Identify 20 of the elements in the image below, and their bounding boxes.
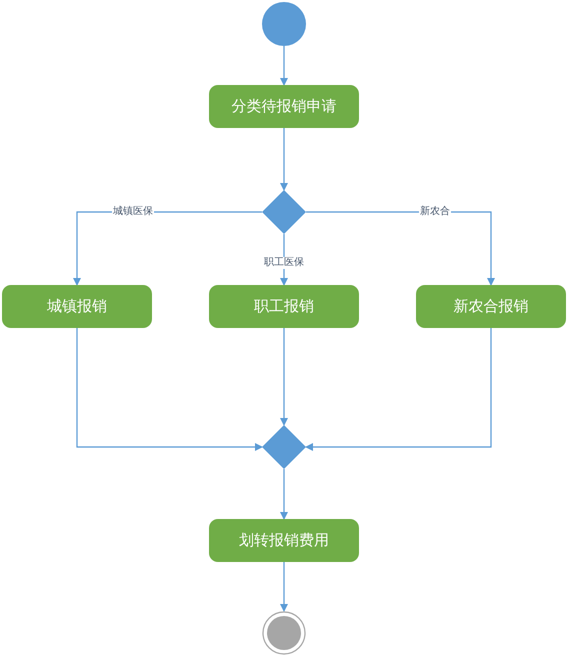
edge-label: 城镇医保 [112,206,154,218]
activity-box: 职工报销 [209,285,359,328]
end-circle [262,611,306,655]
start-circle [262,2,306,46]
edge-label: 职工医保 [263,256,305,268]
arrow [76,328,263,451]
activity-box: 划转报销费用 [209,519,359,562]
decision-diamond [262,190,306,234]
arrow [280,328,288,426]
arrow [280,46,288,86]
decision-diamond [262,425,306,469]
edge-label: 新农合 [419,206,451,218]
arrow [305,328,492,451]
arrow [280,128,288,191]
activity-box: 分类待报销申请 [209,85,359,128]
arrow [306,211,495,286]
activity-box: 新农合报销 [416,285,566,328]
activity-box: 城镇报销 [2,285,152,328]
arrow [280,562,288,612]
arrow [280,469,288,520]
